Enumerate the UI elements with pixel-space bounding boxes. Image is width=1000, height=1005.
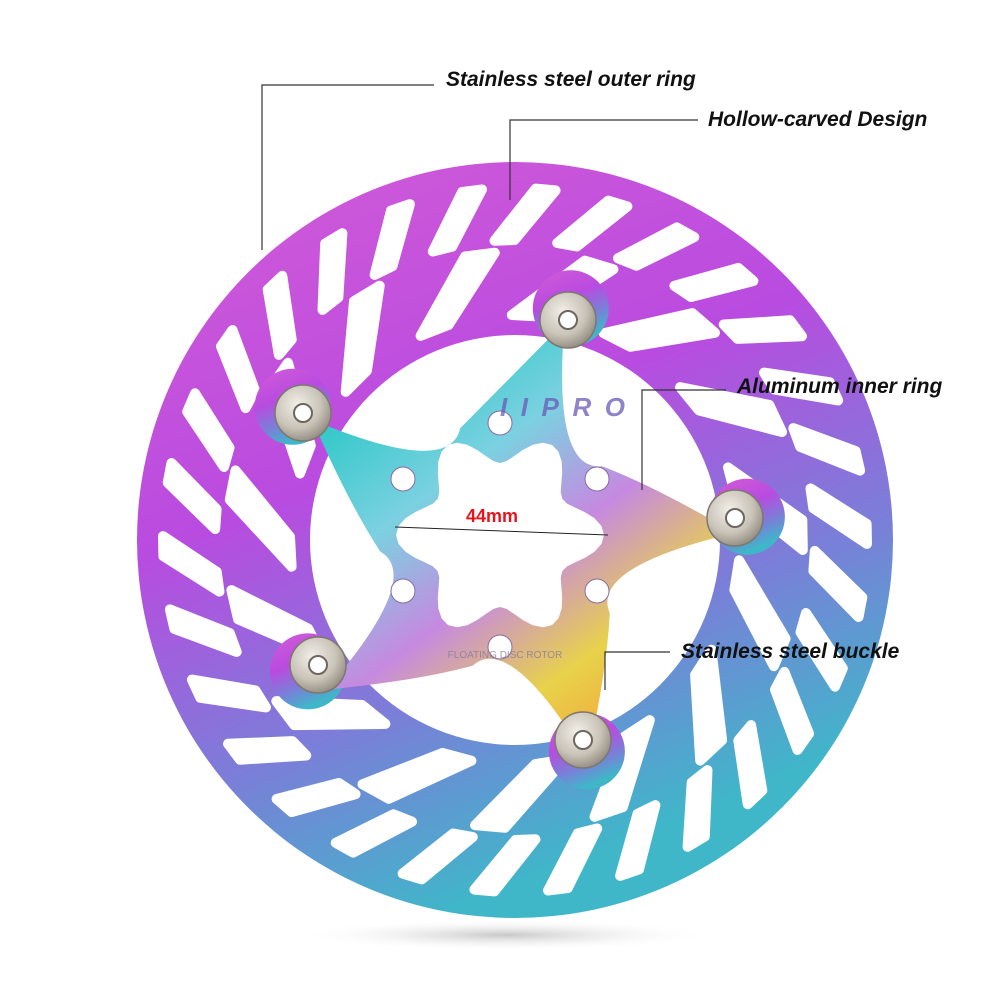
label-hollow-design: Hollow-carved Design (708, 108, 928, 131)
rivet (706, 489, 764, 547)
outer-ring (137, 162, 893, 918)
leader-inner-ring (641, 389, 726, 490)
bolt-hole (584, 466, 610, 492)
rotor-shadow (295, 919, 715, 951)
dimension-line (394, 526, 609, 536)
label-buckle: Stainless steel buckle (681, 640, 900, 663)
bolt-hole (487, 410, 513, 436)
leader-lines (261, 84, 726, 690)
label-outer-ring: Stainless steel outer ring (446, 68, 696, 91)
bolt-hole (584, 578, 610, 604)
bolt-hole (390, 466, 416, 492)
bolt-hole (390, 578, 416, 604)
rivet (539, 291, 597, 349)
label-inner-ring: Aluminum inner ring (737, 375, 943, 398)
rivet (289, 636, 347, 694)
leader-outer-ring (261, 84, 434, 250)
rivet (274, 384, 332, 442)
leader-hollow (509, 119, 698, 200)
bolt-hole (487, 634, 513, 660)
aluminum-inner-ring (312, 322, 735, 760)
dimension-label: 44mm (466, 506, 519, 526)
leader-buckle (604, 651, 670, 690)
rivet (554, 711, 612, 769)
rivet-group (274, 291, 764, 769)
rotor-inner-text: FLOATING DISC ROTOR (448, 650, 563, 661)
